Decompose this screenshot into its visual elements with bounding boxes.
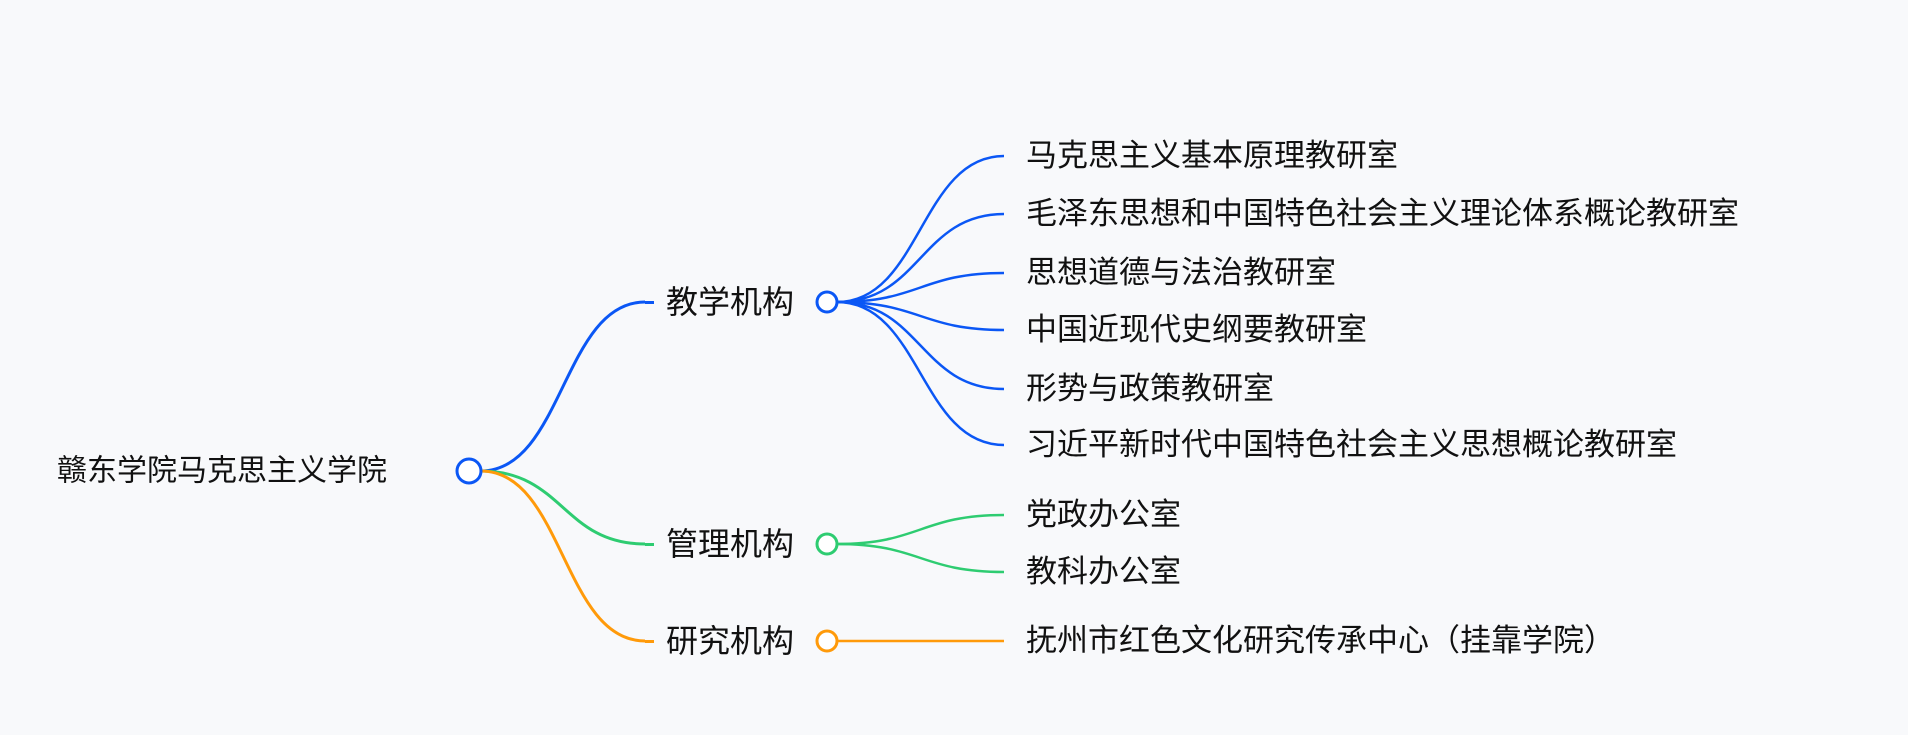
link-branch-to-leaf (836, 513, 1005, 546)
link-branch-to-leaf (836, 542, 1005, 574)
leaf-node-label[interactable]: 教科办公室 (1026, 554, 1181, 590)
link-root-to-branch (480, 300, 646, 473)
root-collapse-toggle[interactable] (455, 457, 483, 485)
link-branch-to-leaf (836, 154, 1005, 304)
leaf-node-label[interactable]: 习近平新时代中国特色社会主义思想概论教研室 (1026, 427, 1677, 463)
nodes: 赣东学院马克思主义学院 教学机构 马克思主义基本原理教研室毛泽东思想和中国特色社会… (57, 138, 1739, 660)
root-node-label[interactable]: 赣东学院马克思主义学院 (57, 454, 387, 489)
link-branch-to-leaf (836, 300, 1005, 447)
leaf-node-label[interactable]: 形势与政策教研室 (1026, 371, 1274, 407)
branch-node-label[interactable]: 研究机构 (666, 622, 794, 660)
branch-node-label[interactable]: 教学机构 (666, 283, 794, 321)
leaf-node-label[interactable]: 党政办公室 (1026, 497, 1181, 533)
leaf-node-label[interactable]: 毛泽东思想和中国特色社会主义理论体系概论教研室 (1026, 196, 1739, 232)
leaf-node-label[interactable]: 马克思主义基本原理教研室 (1026, 138, 1398, 174)
links (480, 154, 1005, 643)
link-root-to-branch (480, 469, 646, 546)
link-branch-to-leaf (836, 271, 1005, 304)
branch-collapse-toggle[interactable] (815, 629, 839, 653)
link-branch-to-leaf (836, 212, 1005, 304)
branch-collapse-toggle[interactable] (815, 532, 839, 556)
link-branch-to-leaf (836, 300, 1005, 332)
branch-node-label[interactable]: 管理机构 (666, 525, 794, 563)
leaf-node-label[interactable]: 抚州市红色文化研究传承中心（挂靠学院） (1026, 623, 1615, 659)
link-branch-to-leaf (836, 300, 1005, 391)
leaf-node-label[interactable]: 思想道德与法治教研室 (1026, 255, 1336, 291)
leaf-node-label[interactable]: 中国近现代史纲要教研室 (1026, 312, 1367, 348)
link-root-to-branch (480, 469, 646, 643)
branch-collapse-toggle[interactable] (815, 290, 839, 314)
